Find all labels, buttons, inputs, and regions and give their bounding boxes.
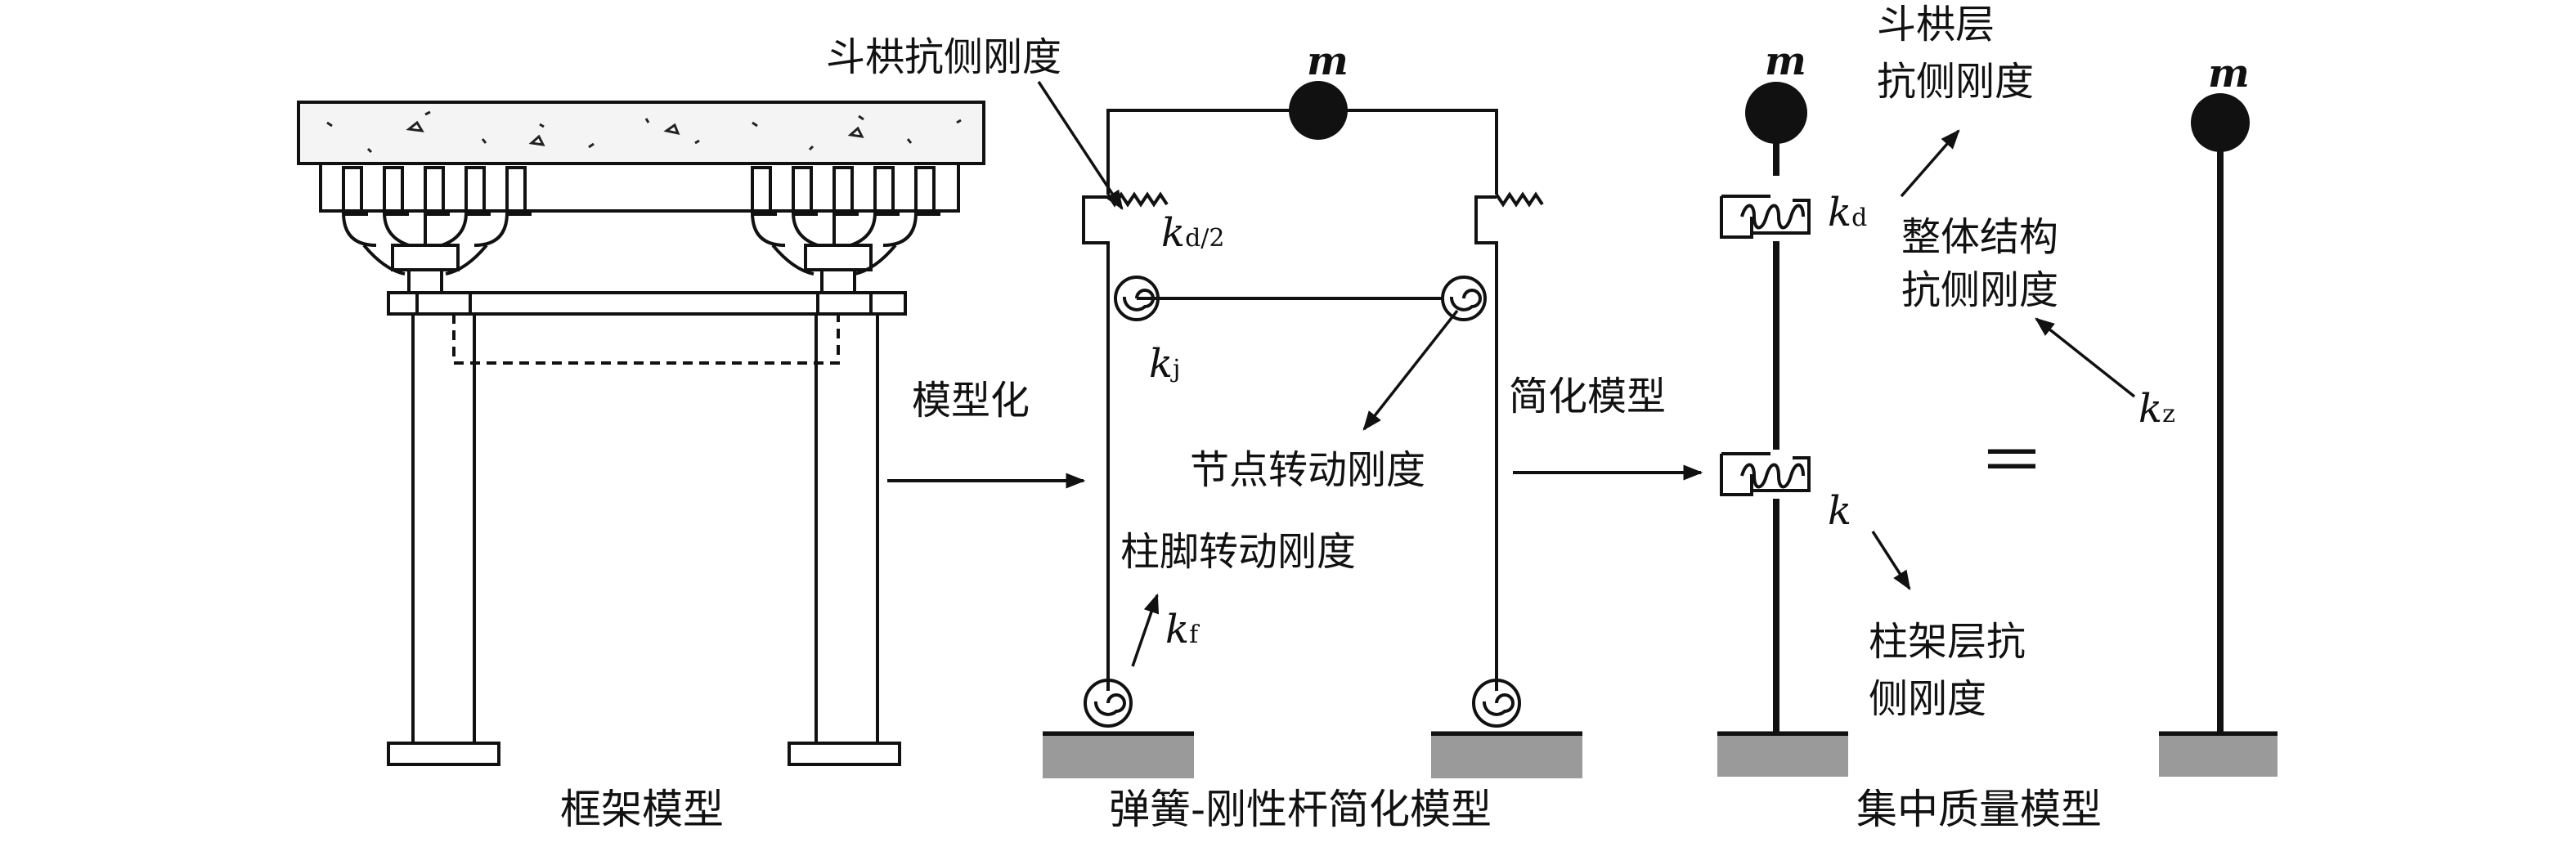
mass-symbol-two-dof: m: [1765, 38, 1806, 84]
k-symbol: k: [1828, 488, 1852, 534]
joint-spring-left: [1114, 276, 1160, 321]
dougong-spring-left: [1082, 191, 1169, 267]
column-spring-housing: [1720, 452, 1811, 496]
k-f-symbol: kf: [1165, 607, 1199, 652]
dougong-right: [751, 166, 940, 294]
k-j-symbol: kj: [1149, 341, 1181, 387]
mass-symbol-single-dof: m: [2208, 51, 2250, 96]
dougong-spring-right: [1474, 191, 1544, 267]
k-z-symbol: kz: [2138, 386, 2175, 432]
slab-beam: [319, 162, 960, 213]
column-base-rotation-label: 柱脚转动刚度: [1120, 529, 1357, 575]
base-spring-left: [1084, 679, 1133, 728]
spring-rigid-model-drawing: [1043, 109, 1582, 778]
caption-spring-model: 弹簧-刚性杆简化模型: [1108, 786, 1492, 833]
ground-right: [1431, 736, 1582, 778]
ground-two-dof: [1717, 736, 1848, 777]
joint-rotation-arrow: [1362, 309, 1459, 431]
dougong-stiffness-arrow: [1037, 81, 1124, 211]
caption-frame-model: 框架模型: [560, 786, 724, 833]
simplify-arrow-label: 简化模型: [1509, 374, 1667, 419]
roof-slab: [297, 101, 985, 165]
dougong-stiffness-label: 斗栱抗侧刚度: [826, 34, 1062, 80]
mass-symbol-spring-model: m: [1307, 38, 1349, 84]
equals-sign: ＝: [1979, 424, 2044, 500]
dougong-layer-arrow: [1900, 129, 1960, 198]
dashed-lintel: [452, 314, 840, 365]
left-column: [411, 312, 476, 745]
frame-model-drawing: [297, 101, 985, 766]
base-rotation-arrow: [1131, 593, 1160, 667]
modeling-arrow-label: 模型化: [912, 378, 1030, 424]
single-dof-model-drawing: [2159, 139, 2278, 777]
dougong-left: [342, 166, 532, 294]
joint-rotation-label: 节点转动刚度: [1190, 447, 1426, 493]
dougong-layer-label-line2: 抗侧刚度: [1877, 59, 2035, 105]
column-frame-label-line1: 柱架层抗: [1869, 619, 2026, 665]
mass-ball-two-dof: [1745, 82, 1807, 144]
column-frame-label-line2: 侧刚度: [1869, 676, 1987, 722]
cap-beam: [387, 291, 907, 316]
left-column-base: [387, 742, 500, 766]
ground-left: [1043, 736, 1194, 778]
k-d-half-symbol: kd/2: [1161, 210, 1225, 256]
slab-stipple: [326, 110, 962, 154]
dougong-coil-spring: [1740, 204, 1805, 230]
dougong-layer-label-line1: 斗栱层: [1877, 2, 1995, 47]
whole-structure-arrow: [2035, 317, 2136, 398]
column-coil-spring: [1740, 463, 1805, 489]
whole-structure-label-line2: 抗侧刚度: [1901, 267, 2059, 313]
mass-ball-spring-model: [1289, 81, 1348, 140]
k-d-symbol: kd: [1828, 190, 1868, 235]
dougong-spring-housing: [1720, 195, 1811, 239]
base-spring-right: [1472, 679, 1521, 728]
column-layer-arrow: [1871, 531, 1911, 591]
right-column: [815, 312, 879, 745]
mass-ball-single-dof: [2191, 93, 2250, 152]
whole-structure-label-line1: 整体结构: [1901, 214, 2059, 260]
two-dof-model-drawing: [1717, 139, 1848, 777]
joint-spring-right: [1441, 276, 1487, 321]
ground-single-dof: [2159, 736, 2278, 777]
right-column-base: [788, 742, 901, 766]
caption-lumped-model: 集中质量模型: [1856, 786, 2102, 833]
